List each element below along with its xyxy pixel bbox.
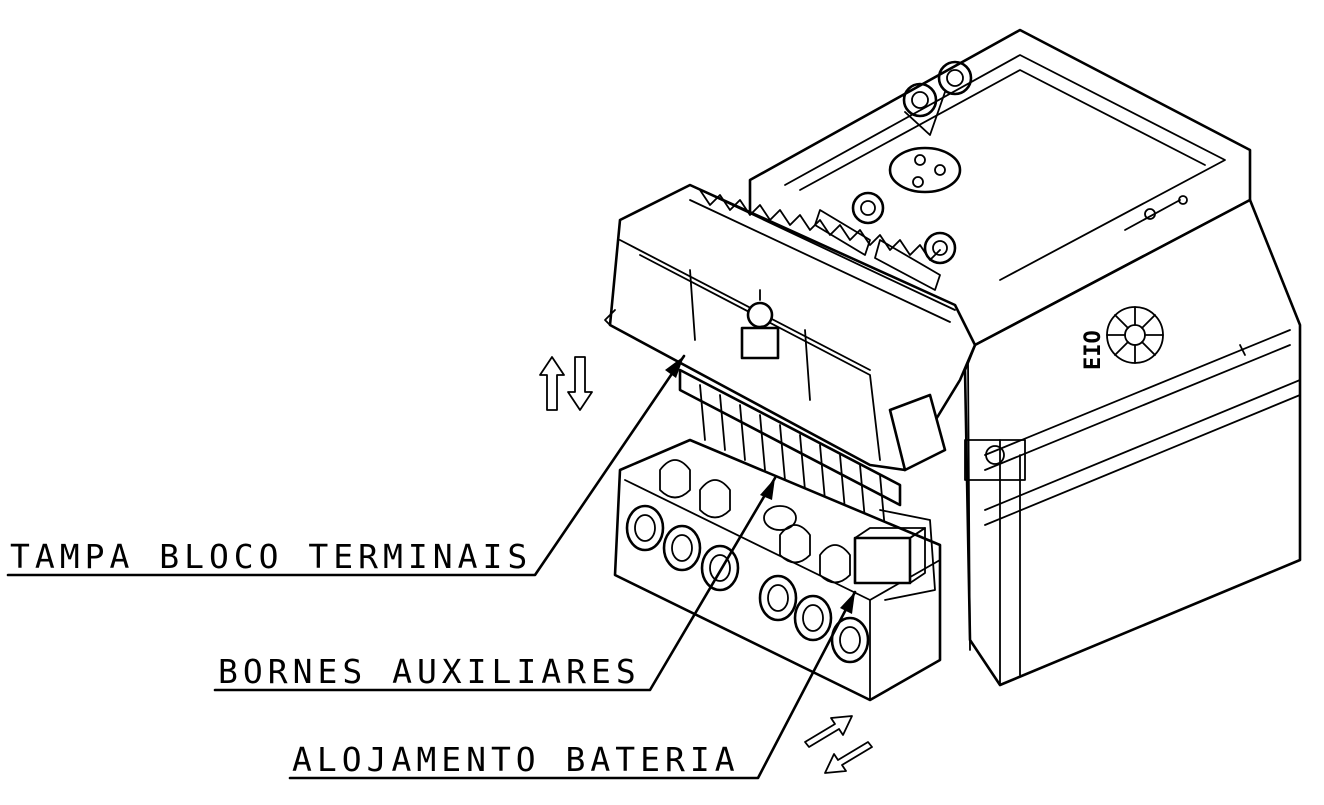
up-down-arrows-icon (539, 356, 593, 411)
callout-label-alojamento: ALOJAMENTO BATERIA (292, 740, 740, 779)
manufacturer-logo: EIO (1081, 306, 1164, 370)
diagonal-in-out-arrows-icon (804, 715, 873, 774)
terminal-block (613, 368, 942, 702)
callout-alojamento-bateria: ALOJAMENTO BATERIA (288, 590, 857, 780)
callout-tampa-bloco-terminais: TAMPA BLOCO TERMINAIS (6, 354, 686, 577)
callout-label-bornes: BORNES AUXILIARES (218, 652, 641, 691)
terminal-cover (604, 183, 977, 472)
callout-bornes-auxiliares: BORNES AUXILIARES (213, 476, 777, 692)
terminal-holes (625, 504, 870, 664)
logo-text: EIO (1081, 330, 1106, 370)
gear-flower-logo-icon (1106, 306, 1164, 364)
meter-body (748, 28, 1302, 687)
callout-label-tampa: TAMPA BLOCO TERMINAIS (10, 537, 532, 576)
